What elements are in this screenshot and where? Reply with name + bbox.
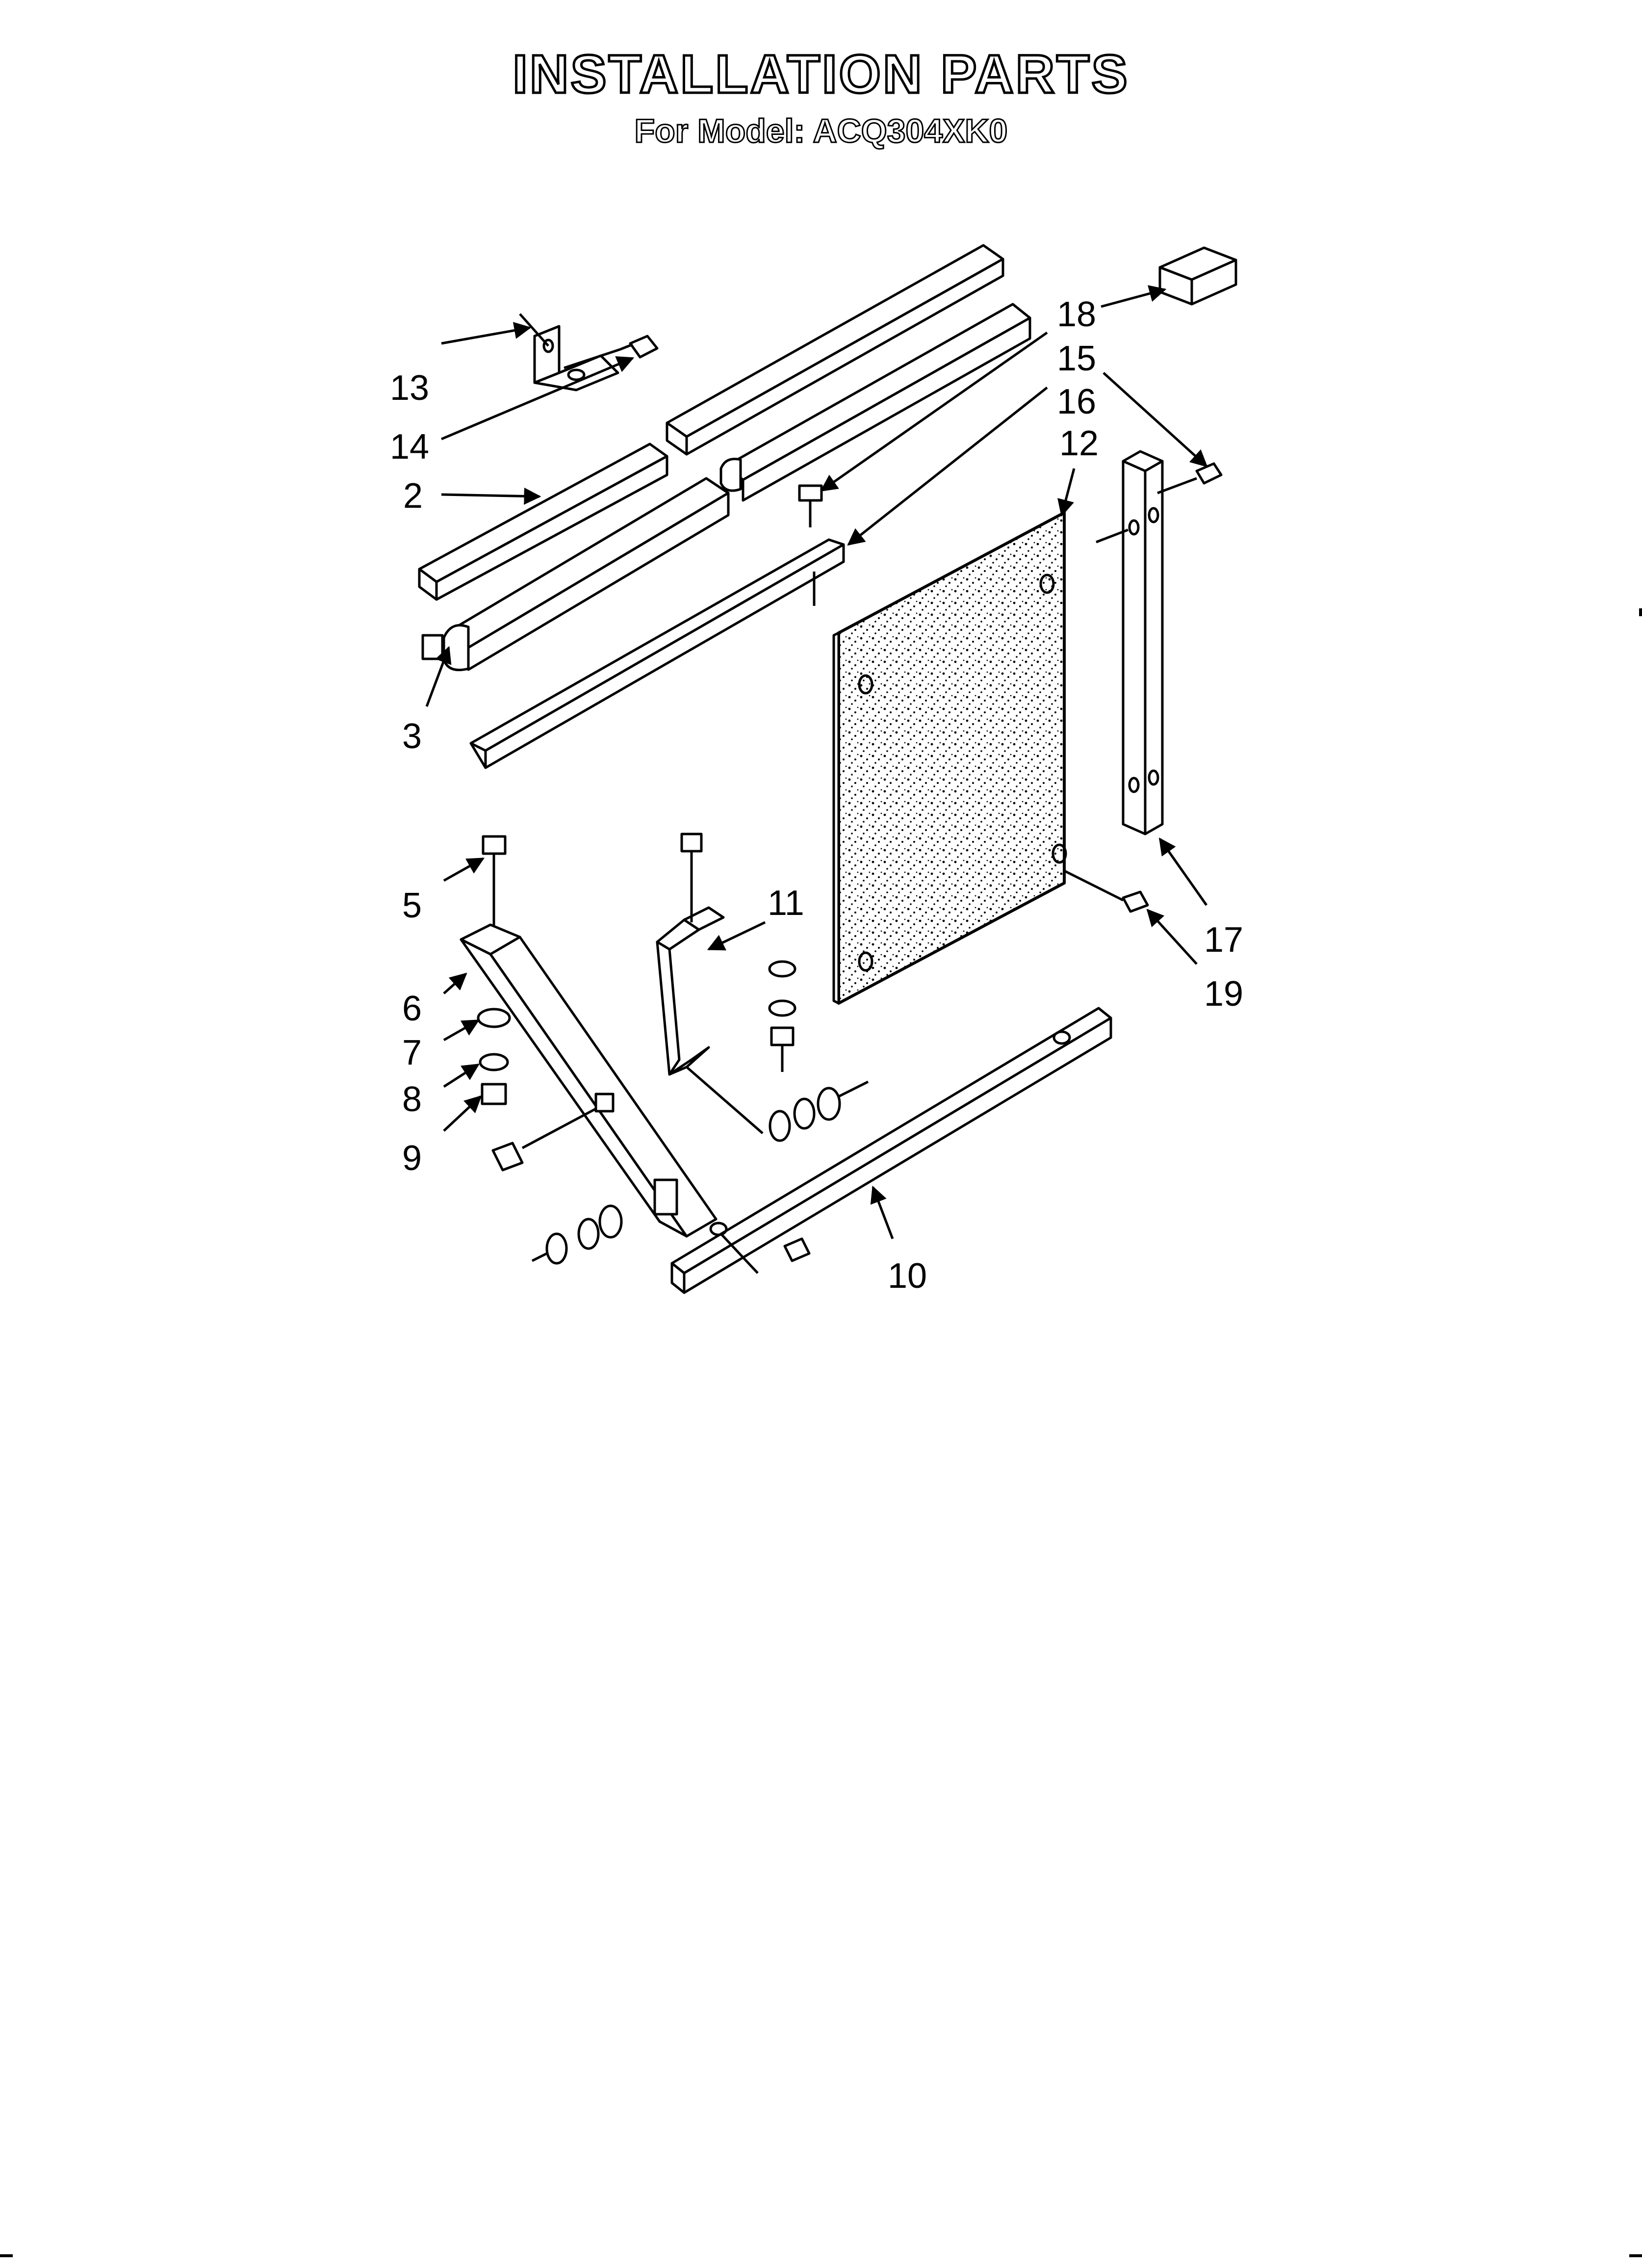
corner-mark-right xyxy=(1639,608,1642,616)
callout-2: 2 xyxy=(403,476,423,516)
lock-washer-8 xyxy=(479,1053,509,1071)
foam-strip-2 xyxy=(418,443,668,601)
screw-15b xyxy=(1157,462,1223,495)
callout-5: 5 xyxy=(402,886,422,925)
leader-6 xyxy=(443,972,467,994)
nut-9 xyxy=(481,1083,507,1105)
leader-19 xyxy=(1146,909,1198,965)
callout-7: 7 xyxy=(402,1033,422,1072)
angle-strip-16 xyxy=(469,538,845,769)
screw-15a xyxy=(798,484,823,527)
hardware-upper-11 xyxy=(768,960,796,1072)
washer-7 xyxy=(477,1008,511,1028)
bolt-5 xyxy=(482,835,507,932)
callout-13: 13 xyxy=(390,368,429,408)
callout-18: 18 xyxy=(1057,295,1096,334)
bracket-13 xyxy=(519,313,619,391)
support-bracket-6 xyxy=(460,923,718,1238)
leader-2 xyxy=(441,487,541,505)
leader-7 xyxy=(443,1019,480,1042)
corner-mark-bottom-right xyxy=(1629,2254,1642,2257)
callout-17: 17 xyxy=(1204,920,1243,960)
callout-19: 19 xyxy=(1204,974,1243,1014)
leader-8 xyxy=(443,1063,480,1088)
side-strip-17 xyxy=(1096,450,1164,835)
callout-16: 16 xyxy=(1057,382,1096,421)
channel-rail-3 xyxy=(421,477,730,672)
top-foam-strip-upper xyxy=(666,244,1004,456)
foam-block-18 xyxy=(1158,246,1237,306)
leader-13 xyxy=(441,322,532,345)
callout-8: 8 xyxy=(402,1080,422,1119)
hardware-lower-11 xyxy=(686,1066,869,1142)
callout-14: 14 xyxy=(390,427,429,467)
callout-9: 9 xyxy=(402,1139,422,1178)
callout-3: 3 xyxy=(402,717,422,756)
leader-12 xyxy=(1057,468,1076,517)
bolt-bottom xyxy=(720,1233,811,1274)
foam-panel-12 xyxy=(832,511,1067,1005)
page-title: INSTALLATION PARTS xyxy=(512,43,1129,106)
leader-11 xyxy=(707,921,766,951)
leader-9 xyxy=(443,1095,482,1132)
leader-18 xyxy=(1101,285,1167,308)
callout-6: 6 xyxy=(402,989,422,1028)
leader-16 xyxy=(847,387,1048,546)
channel-rail-upper xyxy=(719,303,1031,502)
callout-15: 15 xyxy=(1057,339,1096,378)
leader-10 xyxy=(870,1185,894,1239)
callout-10: 10 xyxy=(888,1256,927,1296)
corner-mark-bottom-left xyxy=(0,2254,13,2257)
callout-12: 12 xyxy=(1059,424,1099,463)
hardware-lower-left xyxy=(531,1204,623,1265)
bolt-lower-left xyxy=(491,1107,597,1172)
leader-5 xyxy=(443,857,485,882)
model-subtitle: For Model: ACQ304XK0 xyxy=(634,112,1008,151)
leader-17 xyxy=(1158,837,1208,906)
leader-14 xyxy=(441,356,635,441)
callout-11: 11 xyxy=(768,884,804,923)
bottom-rail-10 xyxy=(670,1007,1112,1294)
screw-19 xyxy=(1063,869,1149,913)
leader-15a xyxy=(820,331,1048,492)
bracket-11 xyxy=(656,833,725,1076)
leader-3 xyxy=(425,646,452,707)
screw-14 xyxy=(564,335,659,369)
leader-15b xyxy=(1103,372,1208,468)
